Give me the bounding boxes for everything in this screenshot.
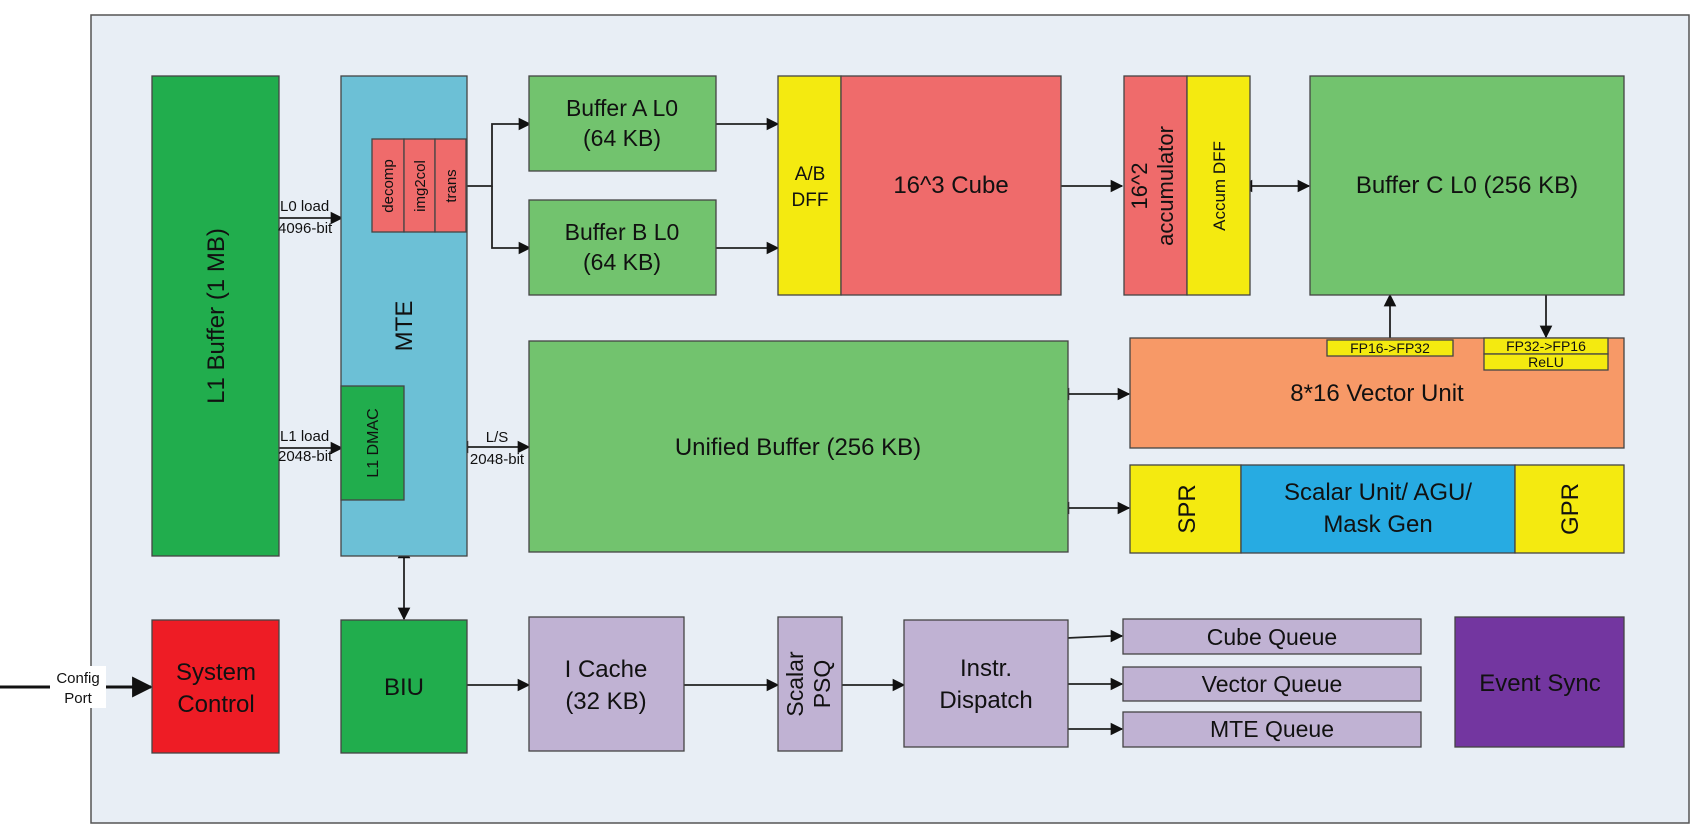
system-control-label-2: Control	[177, 691, 254, 718]
l1-load-label-2: 2048-bit	[278, 448, 333, 465]
icache-label-2: (32 KB)	[565, 688, 646, 715]
config-port-label-2: Port	[64, 690, 92, 707]
ls-label-1: L/S	[486, 429, 509, 446]
buffer-b-label-2: (64 KB)	[583, 249, 661, 275]
unified-buffer-block	[528, 340, 1069, 553]
system-control-label-1: System	[176, 659, 256, 686]
config-port-label-1: Config	[56, 670, 99, 687]
connections	[0, 117, 1553, 736]
accum-dff-block	[1186, 75, 1251, 296]
instr-dispatch-block	[903, 619, 1069, 748]
ls-label-2: 2048-bit	[470, 451, 525, 468]
ab-dff-block	[777, 75, 842, 296]
l1-buffer-label: L1 Buffer (1 MB)	[203, 228, 230, 404]
l1-dmac-label: L1 DMAC	[365, 408, 382, 477]
icache-label-1: I Cache	[565, 656, 648, 683]
trans-label: trans	[443, 169, 460, 202]
unified-buffer-label: Unified Buffer (256 KB)	[675, 434, 921, 461]
spr-label: SPR	[1174, 484, 1201, 533]
accumulator-label-1: 16^2	[1127, 162, 1152, 209]
ab-dff-label-1: A/B	[795, 164, 826, 185]
cube-queue-block	[1122, 618, 1422, 655]
accumulator-label-2: accumulator	[1153, 126, 1178, 246]
cube-label: 16^3 Cube	[893, 172, 1008, 199]
img2col-label: img2col	[412, 160, 429, 212]
l1-dmac-block	[340, 385, 405, 501]
vector-unit-label: 8*16 Vector Unit	[1290, 380, 1464, 407]
scalar-psq-label-1: Scalar	[782, 651, 808, 717]
gpr-block	[1514, 464, 1625, 554]
scalar-unit-block	[1240, 464, 1516, 554]
relu-label: ReLU	[1528, 354, 1564, 370]
scalar-psq-block	[777, 616, 843, 752]
l1-buffer-block	[151, 75, 280, 557]
mte-queue-block	[1122, 711, 1422, 748]
buffer-a-label-1: Buffer A L0	[566, 95, 678, 121]
mte-queue-label: MTE Queue	[1210, 716, 1334, 742]
gpr-label: GPR	[1557, 483, 1584, 535]
img2col-block	[403, 138, 436, 233]
dispatch-label-1: Instr.	[960, 655, 1012, 682]
ab-dff-label-2: DFF	[792, 190, 829, 211]
vector-queue-label: Vector Queue	[1202, 671, 1343, 697]
accumulator-block	[1123, 75, 1188, 296]
buffer-c-label: Buffer C L0 (256 KB)	[1356, 172, 1578, 199]
fp16-to-fp32-label: FP16->FP32	[1350, 340, 1430, 356]
decomp-block	[371, 138, 405, 233]
scalar-psq-label-2: PSQ	[809, 660, 835, 709]
system-control-block	[151, 619, 280, 754]
decomp-label: decomp	[380, 159, 397, 212]
buffer-c-l0-block	[1309, 75, 1625, 296]
scalar-unit-label-1: Scalar Unit/ AGU/	[1284, 479, 1472, 506]
accum-dff-label: Accum DFF	[1210, 141, 1229, 231]
biu-block	[340, 619, 468, 754]
buffer-a-label-2: (64 KB)	[583, 125, 661, 151]
cube-queue-label: Cube Queue	[1207, 624, 1337, 650]
config-port-backing	[50, 666, 106, 708]
buffer-b-label-1: Buffer B L0	[565, 219, 680, 245]
fp32-to-fp16-label: FP32->FP16	[1506, 338, 1586, 354]
scalar-unit-label-2: Mask Gen	[1323, 511, 1432, 538]
event-sync-label: Event Sync	[1479, 670, 1600, 697]
fp16-to-fp32-block	[1326, 339, 1454, 357]
event-sync-block	[1454, 616, 1625, 748]
icache-block	[528, 616, 685, 752]
l1-load-label-1: L1 load	[280, 428, 329, 445]
cube-block	[840, 75, 1062, 296]
biu-label: BIU	[384, 674, 424, 701]
relu-block	[1483, 353, 1609, 371]
mte-label: MTE	[391, 301, 418, 352]
buffer-a-l0-block	[528, 75, 717, 172]
vector-queue-block	[1122, 666, 1422, 702]
spr-block	[1129, 464, 1242, 554]
l0-load-label-1: L0 load	[280, 198, 329, 215]
buffer-b-l0-block	[528, 199, 717, 296]
dispatch-label-2: Dispatch	[939, 687, 1032, 714]
trans-block	[434, 138, 467, 233]
l0-load-label-2: 4096-bit	[278, 220, 333, 237]
